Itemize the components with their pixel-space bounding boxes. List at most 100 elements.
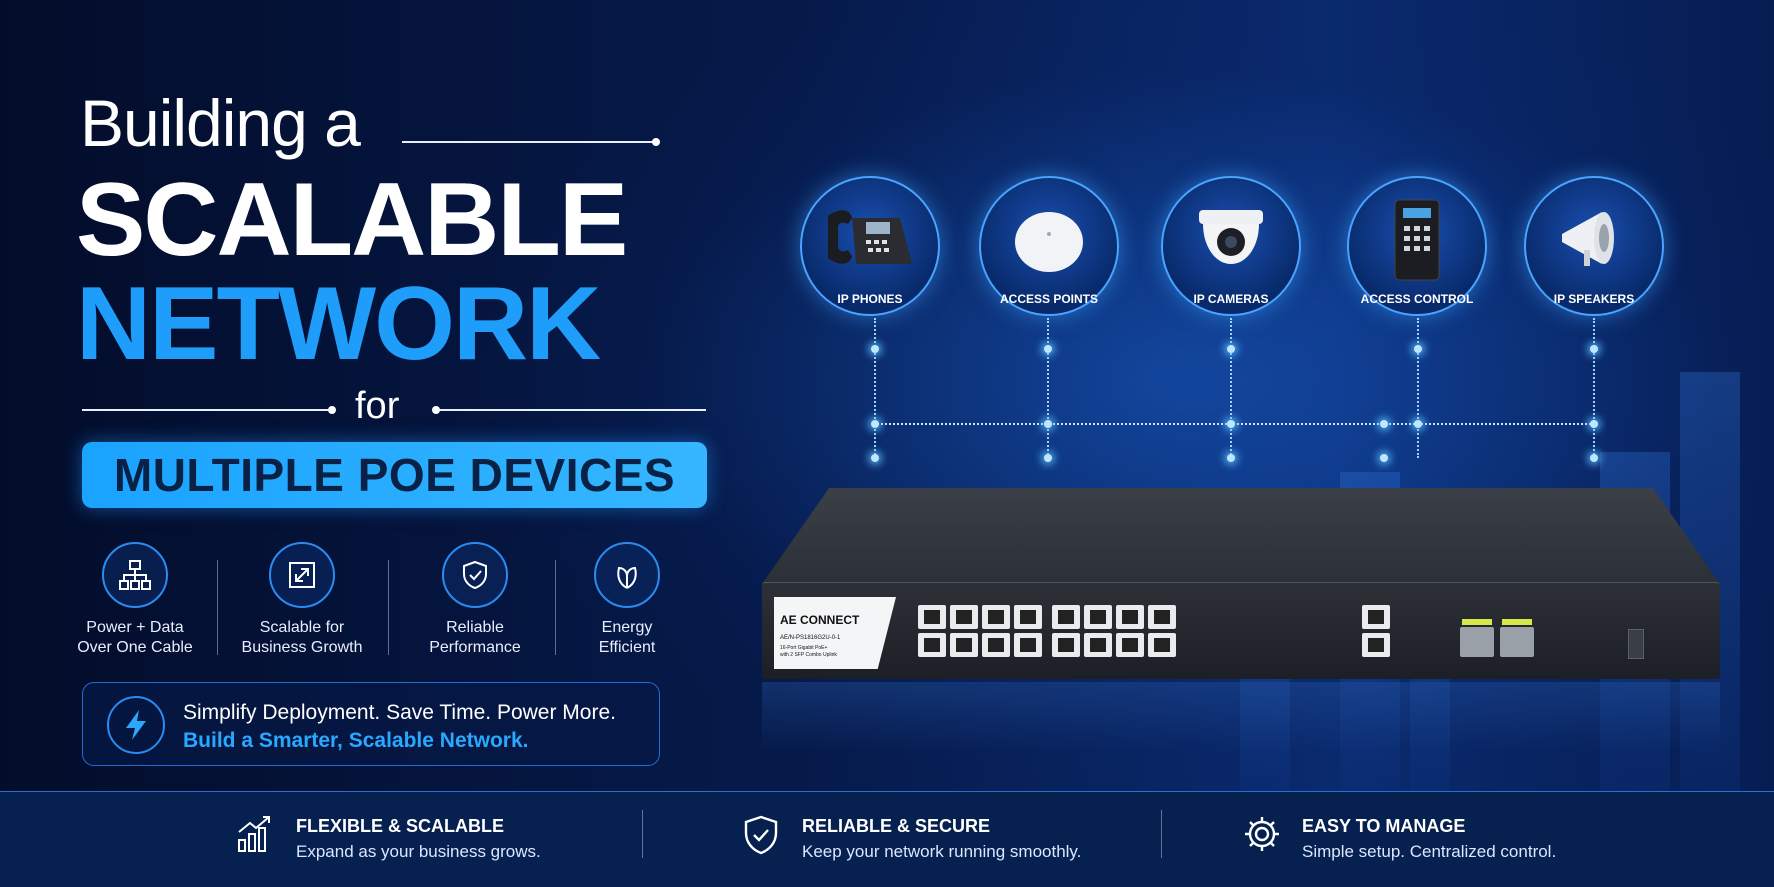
footer-title: EASY TO MANAGE bbox=[1302, 816, 1466, 836]
expand-arrows-icon bbox=[269, 542, 335, 608]
feature-label: Business Growth bbox=[241, 639, 363, 656]
connector-line bbox=[1417, 318, 1419, 458]
switch-brand-plate: AE CONNECT AE/N-PS1816G2U-0-1 16-Port Gi… bbox=[774, 597, 896, 669]
device-ip-phones: IP PHONES bbox=[800, 176, 940, 316]
feature-label: Energy bbox=[601, 619, 653, 636]
switch-spec: 16-Port Gigabit PoE+ bbox=[780, 645, 828, 651]
console-port bbox=[1628, 629, 1644, 659]
ip-phone-icon bbox=[822, 204, 918, 279]
device-label: IP SPEAKERS bbox=[1553, 292, 1635, 306]
footer-bar: FLEXIBLE & SCALABLE Expand as your busin… bbox=[0, 791, 1774, 887]
headline-rule-right bbox=[432, 406, 706, 414]
headline-pill: MULTIPLE POE DEVICES bbox=[82, 442, 707, 508]
divider bbox=[555, 560, 556, 655]
connector-node bbox=[1044, 420, 1052, 428]
connector-node bbox=[1590, 454, 1598, 462]
ethernet-port bbox=[1052, 605, 1080, 629]
ethernet-port bbox=[1052, 633, 1080, 657]
switch-spec: with 2 SFP Combo Uplink bbox=[780, 652, 837, 658]
ethernet-port bbox=[1148, 605, 1176, 629]
footer-title: FLEXIBLE & SCALABLE bbox=[296, 816, 505, 836]
port-group bbox=[1052, 605, 1176, 657]
connector-line bbox=[1593, 318, 1595, 458]
headline-rule bbox=[402, 138, 660, 146]
ethernet-port bbox=[1148, 633, 1176, 657]
connector-line bbox=[874, 318, 876, 458]
connector-node bbox=[1380, 454, 1388, 462]
feature-label: Reliable bbox=[446, 619, 504, 636]
ethernet-port bbox=[982, 605, 1010, 629]
promo-box: Simplify Deployment. Save Time. Power Mo… bbox=[82, 682, 660, 766]
shield-check-icon bbox=[442, 542, 508, 608]
horn-speaker-icon bbox=[1554, 204, 1634, 279]
connector-node bbox=[1414, 420, 1422, 428]
connector-node bbox=[1044, 345, 1052, 353]
device-label: ACCESS CONTROL bbox=[1360, 292, 1474, 306]
headline-line1: Building a bbox=[80, 86, 361, 160]
ethernet-port bbox=[918, 633, 946, 657]
feature-label: Power + Data bbox=[86, 619, 184, 636]
ethernet-port bbox=[1116, 633, 1144, 657]
connector-node bbox=[871, 345, 879, 353]
device-ip-cameras: IP CAMERAS bbox=[1161, 176, 1301, 316]
connector-line bbox=[1230, 318, 1232, 458]
footer-desc: Simple setup. Centralized control. bbox=[1302, 842, 1557, 861]
gear-icon bbox=[1242, 814, 1282, 859]
divider bbox=[1161, 810, 1162, 858]
footer-desc: Keep your network running smoothly. bbox=[802, 842, 1082, 861]
shield-check-icon bbox=[742, 814, 780, 861]
connector-node bbox=[871, 454, 879, 462]
ethernet-port bbox=[1084, 633, 1112, 657]
divider bbox=[388, 560, 389, 655]
divider bbox=[642, 810, 643, 858]
headline-network: NETWORK bbox=[76, 266, 601, 382]
device-label: IP PHONES bbox=[837, 292, 903, 306]
bar-chart-growth-icon bbox=[236, 814, 274, 859]
switch-reflection bbox=[762, 682, 1720, 752]
headline-rule-left bbox=[82, 406, 336, 414]
ethernet-port bbox=[982, 633, 1010, 657]
feature-label: Scalable for bbox=[259, 619, 345, 636]
ethernet-port bbox=[950, 633, 978, 657]
ethernet-port bbox=[1014, 605, 1042, 629]
connector-line bbox=[1047, 318, 1049, 458]
connector-node bbox=[1227, 454, 1235, 462]
device-label: IP CAMERAS bbox=[1193, 292, 1269, 306]
device-access-points: ACCESS POINTS bbox=[979, 176, 1119, 316]
dome-camera-icon bbox=[1191, 204, 1271, 279]
uplink-ports bbox=[1362, 605, 1390, 657]
connector-node bbox=[1227, 420, 1235, 428]
headline-scalable: SCALABLE bbox=[76, 162, 628, 278]
network-hierarchy-icon bbox=[102, 542, 168, 608]
feature-label: Performance bbox=[429, 639, 521, 656]
device-label: ACCESS POINTS bbox=[999, 292, 1098, 306]
leaf-icon bbox=[594, 542, 660, 608]
lightning-bolt-icon bbox=[107, 696, 165, 754]
footer-desc: Expand as your business grows. bbox=[296, 842, 541, 861]
connector-node bbox=[1380, 420, 1388, 428]
connector-node bbox=[871, 420, 879, 428]
ethernet-port bbox=[1084, 605, 1112, 629]
headline-for: for bbox=[355, 385, 400, 427]
access-point-icon bbox=[1009, 204, 1089, 279]
ethernet-port bbox=[1362, 633, 1390, 657]
device-access-control: ACCESS CONTROL bbox=[1347, 176, 1487, 316]
port-group bbox=[918, 605, 1042, 657]
sfp-port bbox=[1500, 619, 1534, 657]
switch-top-panel bbox=[762, 488, 1720, 584]
device-ip-speakers: IP SPEAKERS bbox=[1524, 176, 1664, 316]
ethernet-port bbox=[1014, 633, 1042, 657]
ethernet-port bbox=[1362, 605, 1390, 629]
connector-node bbox=[1414, 345, 1422, 353]
footer-title: RELIABLE & SECURE bbox=[802, 816, 991, 836]
sfp-port bbox=[1460, 619, 1494, 657]
connector-node bbox=[1590, 345, 1598, 353]
connector-node bbox=[1227, 345, 1235, 353]
keypad-icon bbox=[1389, 198, 1445, 287]
switch-brand: AE CONNECT bbox=[780, 613, 860, 627]
